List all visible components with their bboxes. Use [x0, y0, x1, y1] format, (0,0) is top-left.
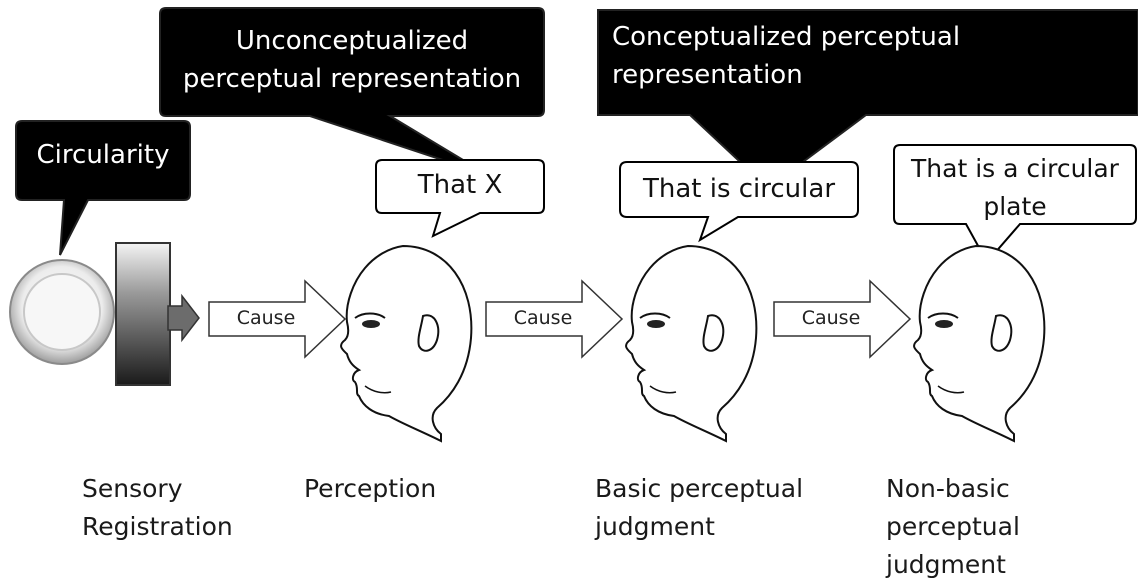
- stage-label-perception: Perception: [304, 474, 437, 503]
- thought-bubble-nonbasic: [893, 144, 1137, 264]
- thought-text-basic: That is circular: [642, 174, 836, 204]
- thought-text-perception: That X: [417, 170, 503, 200]
- plate-icon: [9, 259, 115, 365]
- thought-bubble-perception: [375, 159, 545, 238]
- head-profile-icon: [340, 244, 473, 443]
- conceptualized-callout: [597, 9, 1138, 190]
- stage-label-sensory: Sensory Registration: [82, 474, 233, 541]
- cause-label-1: Cause: [236, 307, 296, 329]
- stage-label-nonbasic: Non-basic perceptual judgment: [886, 474, 1020, 579]
- cause-label-3: Cause: [801, 307, 861, 329]
- circularity-label: Circularity: [36, 140, 170, 170]
- sensor-block-icon: [115, 242, 200, 386]
- cause-label-2: Cause: [513, 307, 573, 329]
- cause-arrow-1: [208, 279, 347, 359]
- cause-arrow-2: [485, 279, 624, 359]
- thought-text-nonbasic: That is a circular plate: [911, 154, 1119, 221]
- unconceptualized-label: Unconceptualized perceptual representati…: [182, 26, 522, 94]
- stage-label-basic: Basic perceptual judgment: [595, 474, 804, 541]
- head-profile-icon: [913, 244, 1046, 443]
- unconceptualized-callout: [159, 7, 545, 176]
- conceptualized-label-line2: representation: [612, 60, 803, 90]
- cause-arrow-3: [773, 279, 912, 359]
- circularity-callout: [15, 120, 191, 256]
- thought-bubble-basic: [619, 161, 859, 243]
- conceptualized-label-line1: Conceptualized perceptual: [612, 22, 961, 52]
- head-profile-icon: [625, 244, 758, 443]
